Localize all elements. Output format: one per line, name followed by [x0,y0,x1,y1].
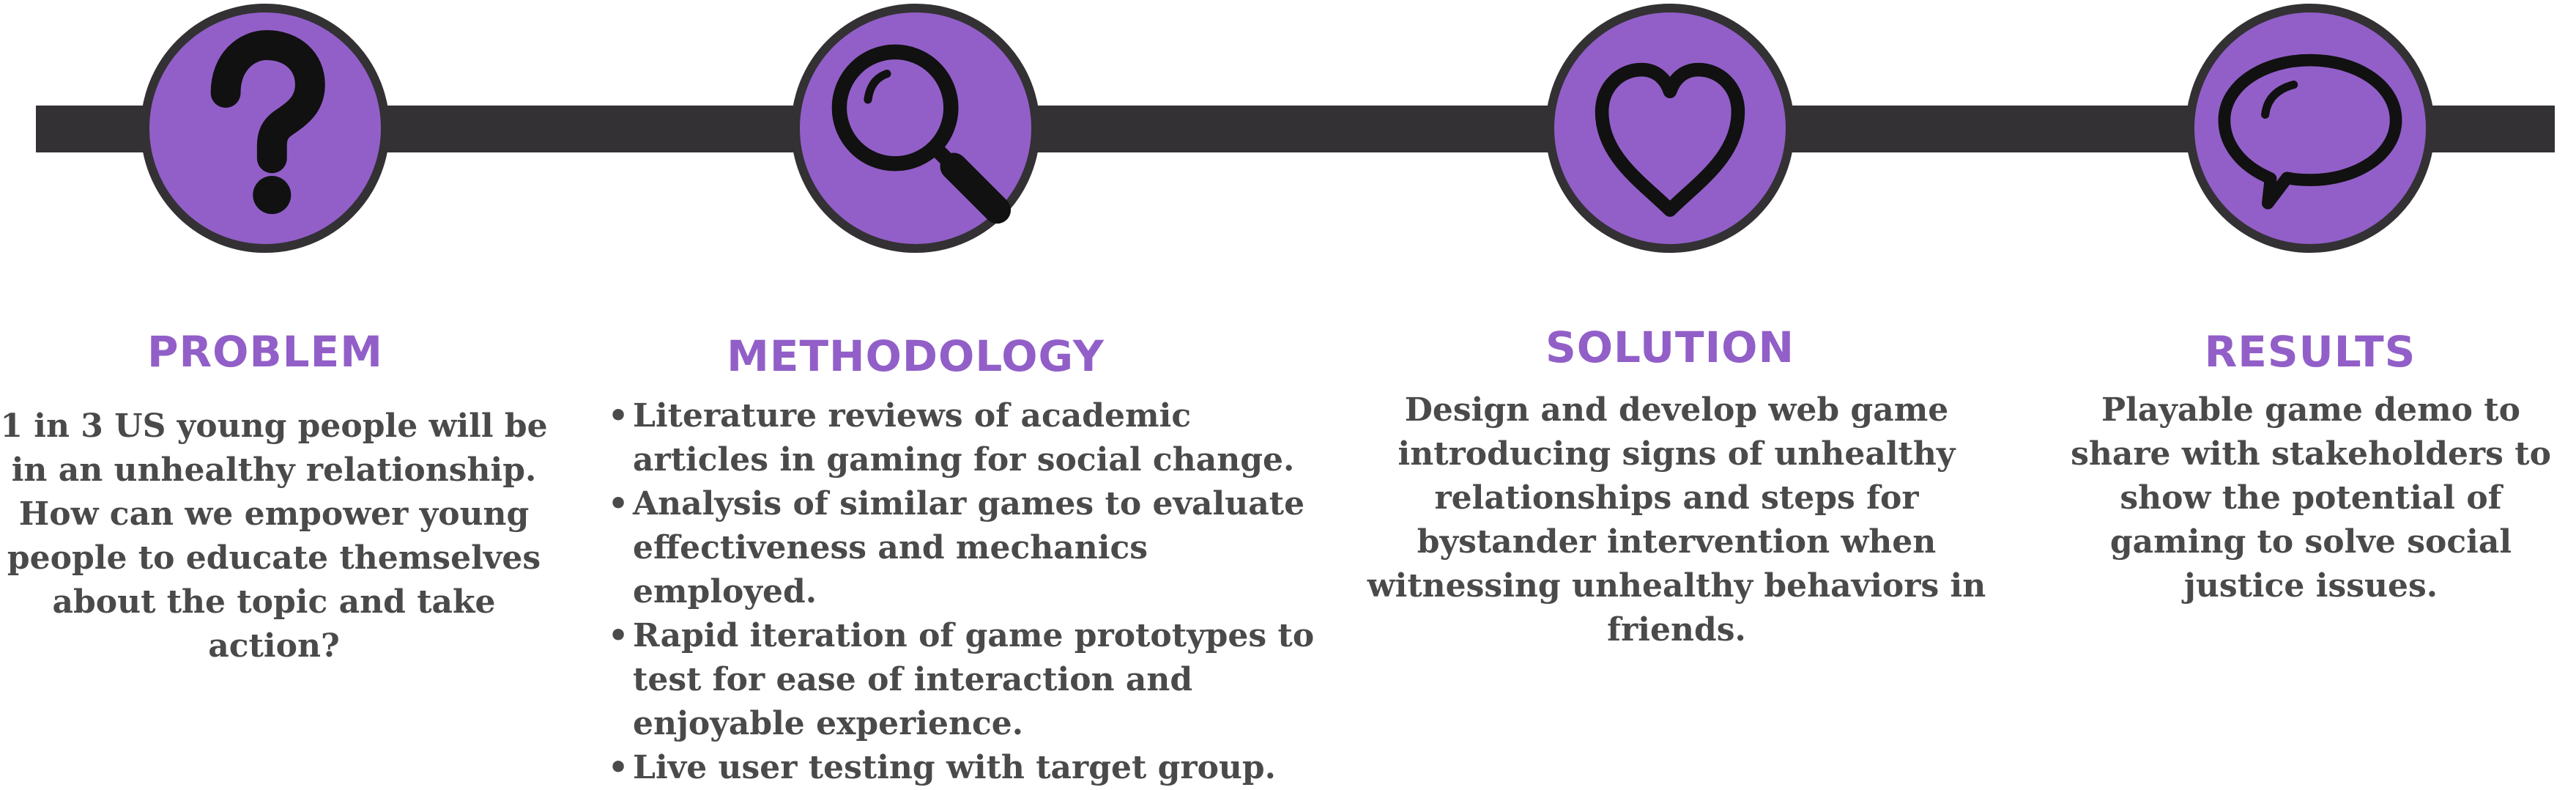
question-mark-icon [210,30,325,215]
methodology-list: Literature reviews of academic articles … [605,394,1323,790]
magnifying-glass-icon [831,44,1012,224]
timeline-bar [36,106,2555,152]
solution-node [1545,4,1794,253]
methodology-heading: METHODOLOGY [727,331,1105,381]
problem-node [141,4,390,253]
list-item: Literature reviews of academic articles … [605,394,1323,482]
solution-heading: SOLUTION [1545,322,1795,372]
solution-text: Design and develop web game introducing … [1367,391,1986,649]
results-node [2186,4,2435,253]
list-item: Rapid iteration of game prototypes to te… [605,614,1323,746]
heart-icon [1595,62,1745,217]
speech-bubble-icon [2218,53,2402,210]
problem-heading: PROBLEM [147,327,383,377]
methodology-node [791,4,1040,253]
results-text: Playable game demo to share with stakeho… [2071,391,2551,605]
problem-text: 1 in 3 US young people will be in an unh… [0,407,548,665]
list-item: Live user testing with target group. [605,746,1323,790]
results-heading: RESULTS [2204,327,2416,377]
list-item: Analysis of similar games to evaluate ef… [605,482,1323,614]
